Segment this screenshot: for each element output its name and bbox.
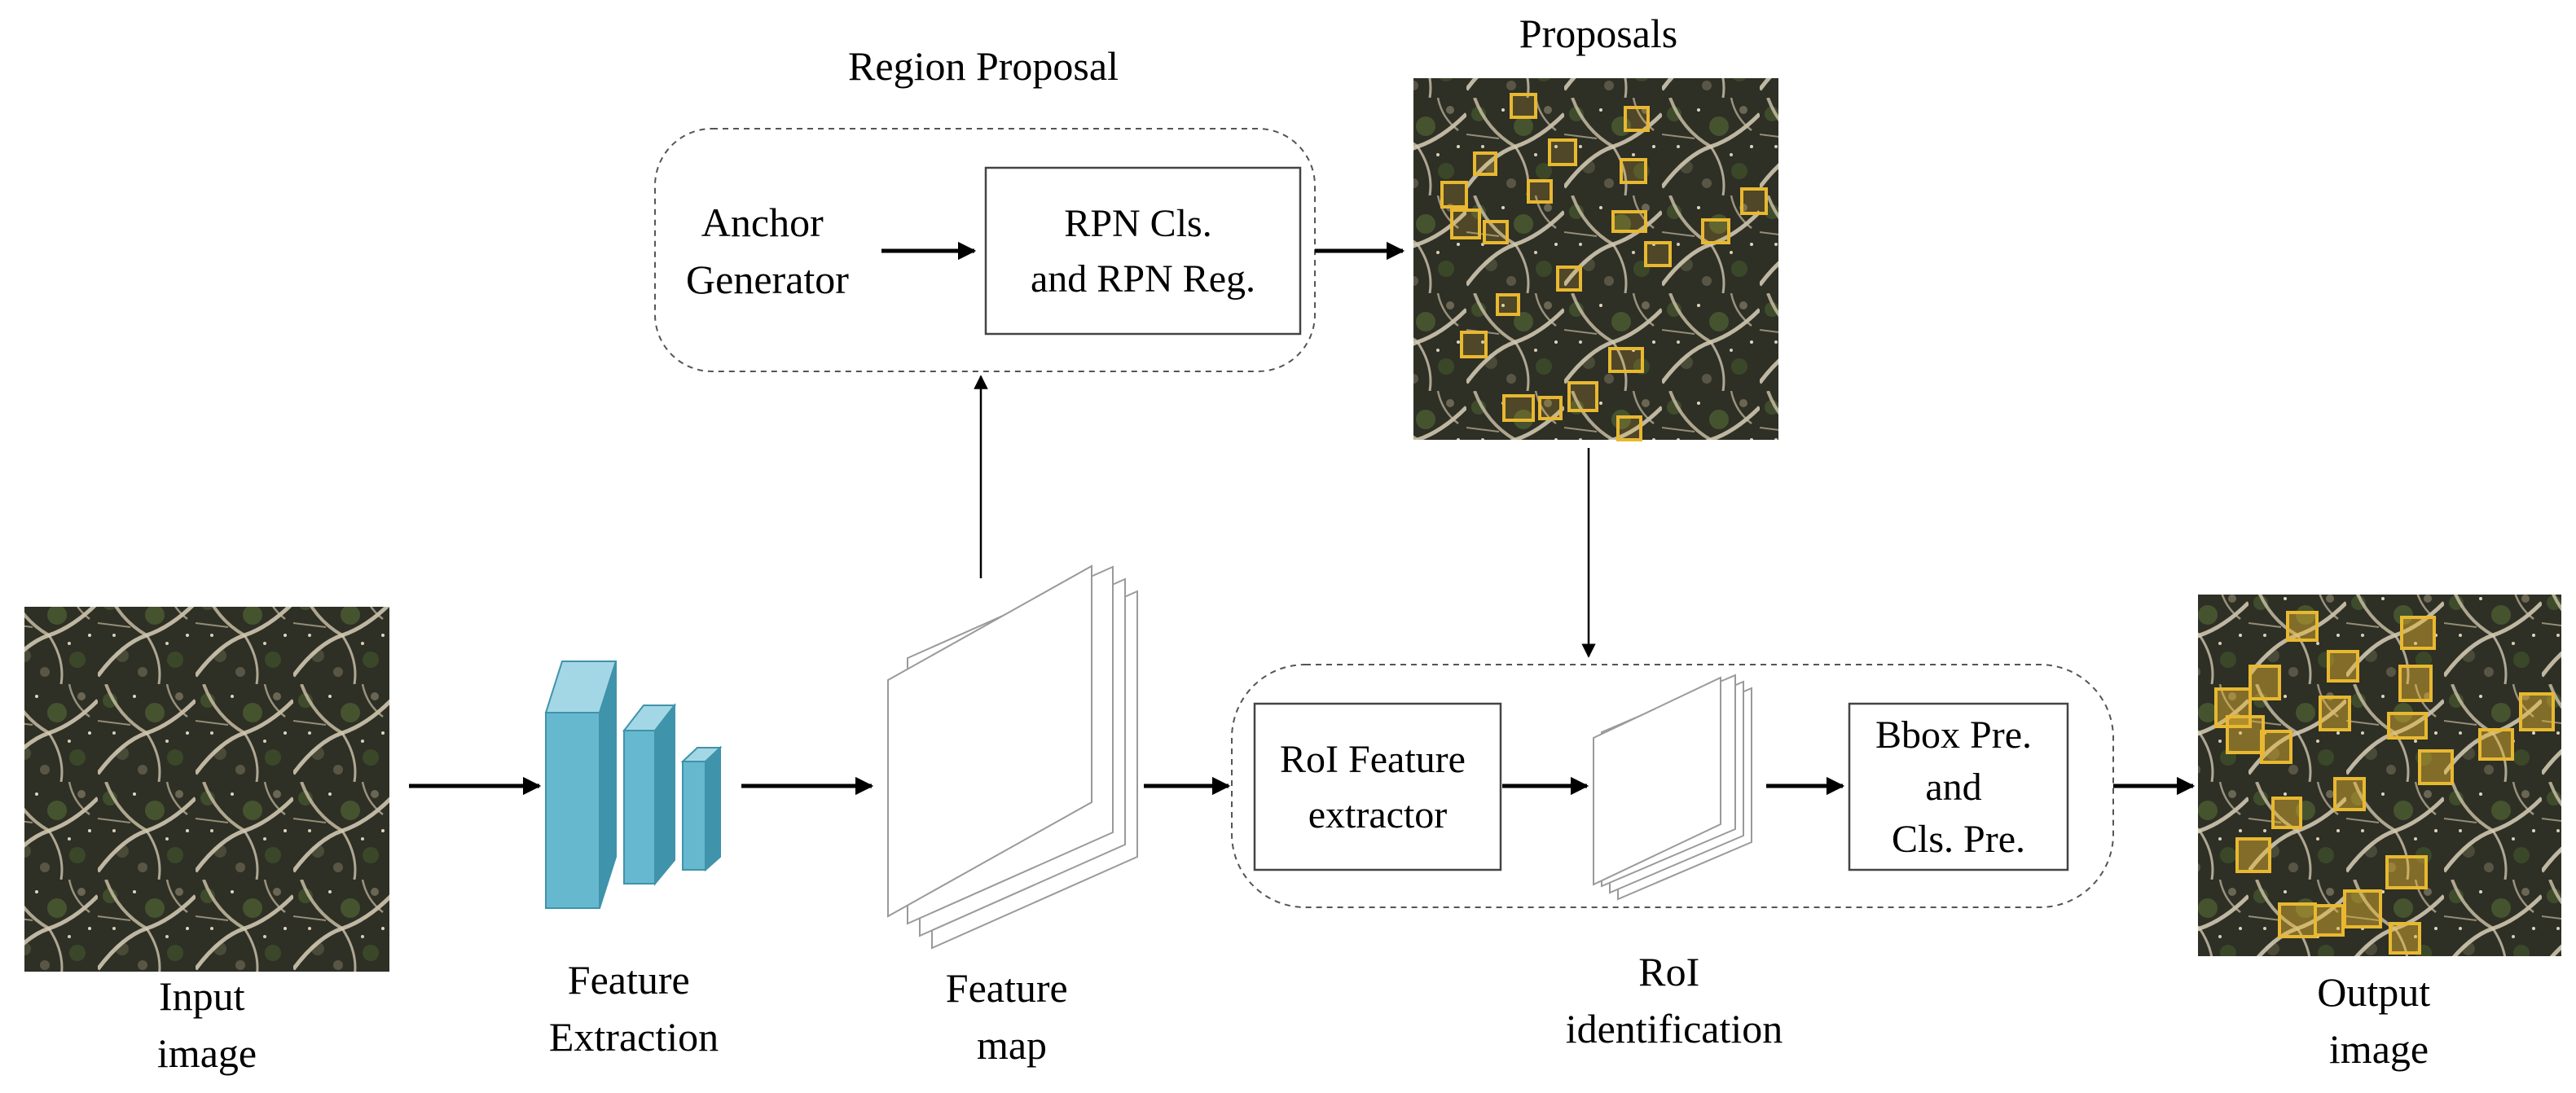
aerial-photo-with-boxes-icon [1413, 78, 1778, 440]
output-image [2198, 595, 2561, 956]
roi-identification-label: RoI identification [1566, 949, 1783, 1051]
feature-map-stack-icon [887, 564, 1138, 950]
roi-feature-extractor-box [1253, 702, 1502, 871]
roi-feature-extractor-label: RoI Feature extractor [1280, 738, 1475, 836]
feature-extraction-label: Feature Extraction [549, 957, 719, 1060]
input-image [24, 607, 389, 972]
anchor-generator-label: Anchor Generator [686, 200, 849, 302]
bbox-cls-box [1848, 702, 2069, 871]
roi-feature-stack-icon [1593, 674, 1752, 901]
cnn-backbone-icon [544, 661, 723, 909]
feature-map-label: Feature map [946, 965, 1078, 1068]
rpn-label: RPN Cls. and RPN Reg. [1031, 202, 1255, 301]
proposals-image [1413, 78, 1778, 441]
proposals-title: Proposals [1519, 11, 1677, 56]
input-image-label: Input image [157, 973, 257, 1076]
aerial-photo-icon [24, 607, 389, 972]
region-proposal-title: Region Proposal [848, 43, 1119, 89]
proposal-boxes [1440, 93, 1768, 441]
detection-boxes [2214, 611, 2555, 955]
rpn-box [984, 166, 1302, 336]
output-image-label: Output image [2317, 969, 2440, 1072]
bbox-cls-label: Bbox Pre. and Cls. Pre. [1875, 713, 2042, 861]
